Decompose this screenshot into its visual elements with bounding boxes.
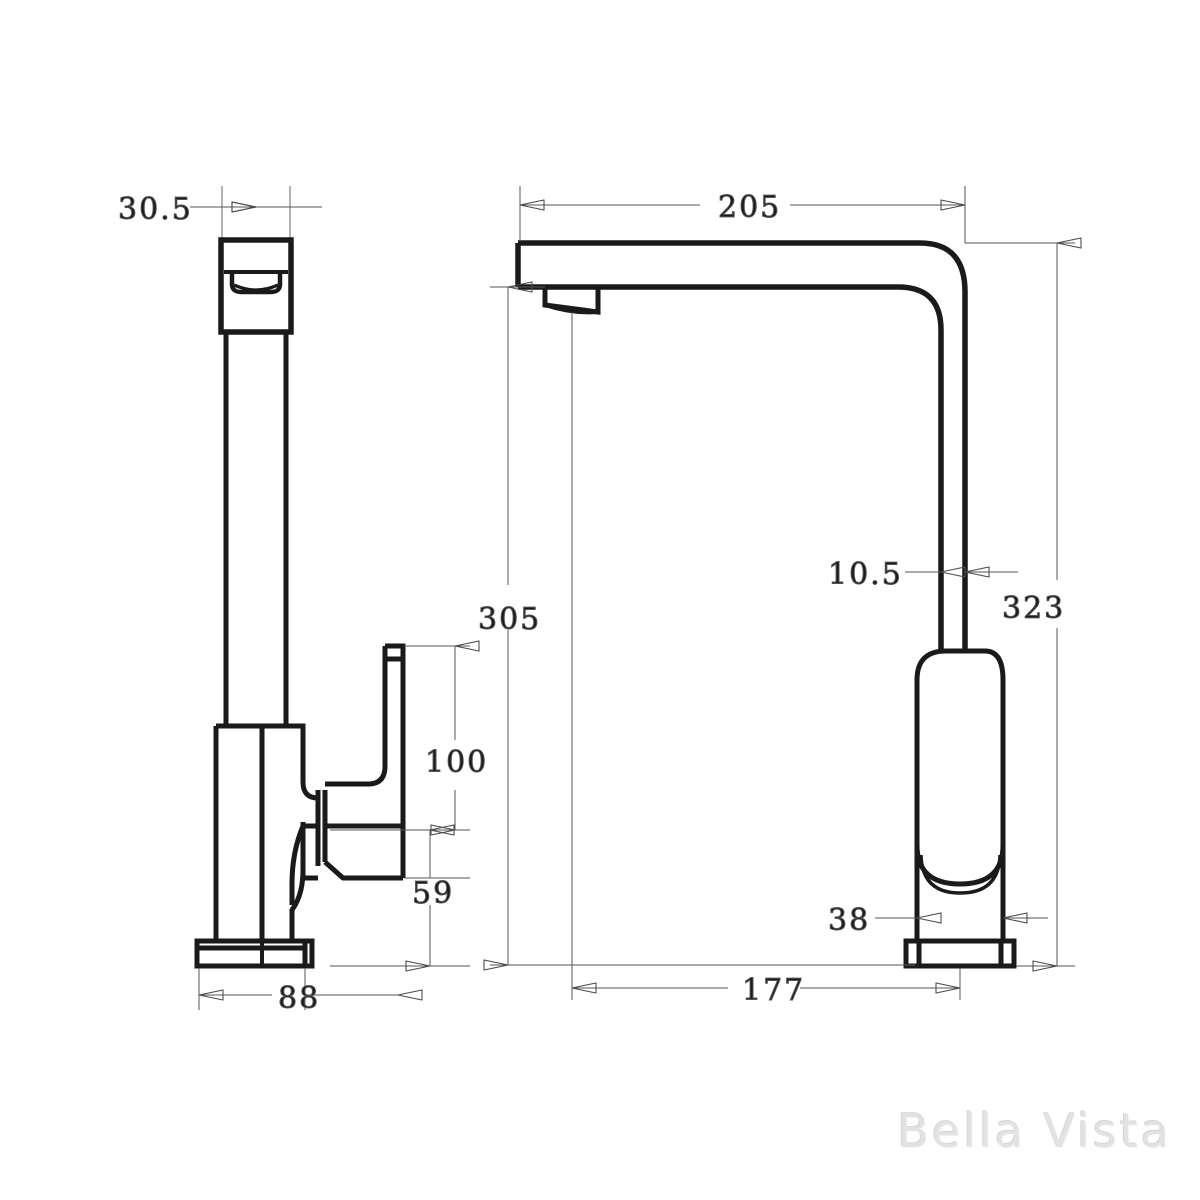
spout-arm xyxy=(515,240,968,651)
main-body xyxy=(213,723,319,941)
body-collar-arc xyxy=(914,844,1006,895)
dimension-177 xyxy=(571,312,961,1000)
handle-skirt xyxy=(289,823,318,905)
side-elevation-view xyxy=(515,240,1017,969)
dimension-205 xyxy=(519,186,966,243)
dimension-label-100: 100 xyxy=(425,745,488,780)
dimension-label-88: 88 xyxy=(278,981,320,1016)
dimension-label-38: 38 xyxy=(828,903,870,938)
dimension-88 xyxy=(198,968,398,1010)
ext-lines-30-5 xyxy=(221,186,291,246)
dimension-label-59: 59 xyxy=(412,876,454,911)
dimension-100 xyxy=(330,646,470,830)
handle-lever xyxy=(325,643,406,793)
spout-outlet-detail xyxy=(229,274,283,295)
spout-top-cap xyxy=(218,237,294,335)
dimension-label-323: 323 xyxy=(1002,591,1065,626)
riser-column xyxy=(223,332,289,726)
body-cylinder xyxy=(914,648,1006,941)
dimension-annotations: 30.5 88 100 xyxy=(118,186,1075,1017)
base-plate-side xyxy=(903,938,1017,969)
dimension-label-305: 305 xyxy=(478,602,541,637)
spout-outlet-nozzle xyxy=(542,289,601,315)
brand-logo: Bella Vista xyxy=(897,1104,1172,1158)
dimension-label-10-5: 10.5 xyxy=(828,557,903,592)
dimension-label-30-5: 30.5 xyxy=(118,192,193,227)
dimension-label-177: 177 xyxy=(742,973,805,1008)
dimension-59 xyxy=(330,830,470,966)
dimension-label-205: 205 xyxy=(718,190,781,225)
front-elevation-view xyxy=(194,186,406,969)
handle-hub xyxy=(315,790,406,881)
dimension-323 xyxy=(965,243,1075,966)
dimension-305 xyxy=(490,287,915,965)
base-plate xyxy=(194,938,315,969)
